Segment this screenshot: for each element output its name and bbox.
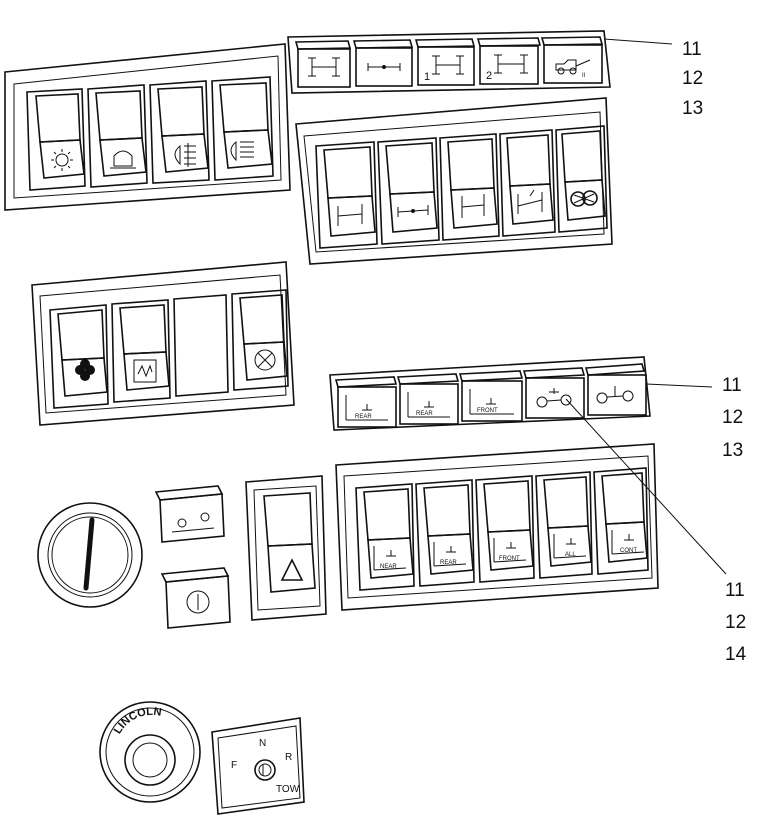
cont-rocker[interactable]: CONT (593, 467, 649, 575)
steering-icon (254, 349, 276, 371)
sun-icon (55, 153, 69, 167)
axle-number-2: 2 (486, 70, 492, 82)
diff-lock-rocker-panel: NEAR REAR FRONT ALL CONT (335, 443, 659, 611)
rear-rocker[interactable]: REAR (415, 479, 475, 587)
callout-lower-11: 11 (725, 580, 745, 601)
callout-middle-12: 12 (722, 407, 743, 428)
fnr-selector-switch[interactable]: N F R TOW (211, 717, 305, 815)
headlight-rocker[interactable] (211, 76, 274, 181)
callout-top-13: 13 (682, 98, 703, 119)
selector-n-label: N (259, 738, 266, 749)
callout-middle-11: 11 (722, 375, 742, 396)
axle-rocker-3[interactable] (439, 133, 500, 241)
differential-lock-rocker[interactable] (555, 125, 608, 233)
callout-top-11: 11 (682, 39, 702, 60)
axle-rocker-1[interactable] (315, 141, 378, 249)
axle-number-1: 1 (424, 71, 430, 83)
heater-rocker[interactable] (111, 299, 171, 403)
axle-rocker-4[interactable] (499, 129, 556, 237)
axle-lock-switch-2[interactable] (352, 39, 414, 87)
callout-lower-14: 14 (725, 644, 747, 665)
tow-mode-switch[interactable]: II (540, 36, 604, 84)
beacon-rocker[interactable] (87, 84, 148, 188)
interaxle-switch-2[interactable] (584, 363, 647, 416)
small-indicator-button[interactable] (154, 485, 225, 543)
accessory-rocker-panel (31, 261, 295, 426)
headlight-icon (230, 140, 254, 162)
axle-rocker-panel (295, 97, 613, 265)
rear-switch-1[interactable]: REAR (334, 376, 398, 428)
callout-top-12: 12 (682, 68, 703, 89)
steering-wheel-rocker[interactable] (231, 289, 289, 391)
axle-lock-switch-4[interactable]: 2 (476, 37, 542, 85)
fan-rocker[interactable] (49, 304, 109, 409)
leader-line-middle (645, 383, 713, 388)
rear-label-1: REAR (355, 414, 372, 420)
leader-line-lower (565, 398, 727, 575)
rear-label-2: REAR (416, 411, 433, 417)
key-icon (186, 590, 210, 614)
front-rocker[interactable]: FRONT (475, 475, 535, 583)
key-lock-button[interactable] (160, 567, 231, 629)
blank-switch-slot (173, 294, 229, 397)
front-label: FRONT (477, 408, 498, 414)
top-indicator-switch-row: 1 2 II (287, 30, 611, 94)
selector-f-label: F (231, 760, 237, 771)
rotary-knob[interactable] (37, 502, 143, 608)
fog-light-rocker[interactable] (149, 80, 210, 184)
near-rocker[interactable]: NEAR (355, 483, 415, 591)
lighting-rocker-panel (4, 43, 291, 211)
middle-indicator-switch-row: REAR REAR FRONT (329, 356, 651, 431)
all-rocker[interactable]: ALL (535, 471, 593, 579)
callout-lower-12: 12 (725, 612, 746, 633)
leader-line-top (603, 38, 673, 45)
lincoln-knob[interactable]: LINCOLN (99, 701, 201, 803)
front-rocker-label: FRONT (499, 556, 520, 562)
tow-indicator-label: II (582, 73, 586, 79)
hazard-triangle-icon (280, 558, 304, 581)
axle-rocker-2[interactable] (377, 137, 440, 245)
axle-lock-switch-3[interactable]: 1 (414, 38, 476, 86)
selector-r-label: R (285, 752, 292, 763)
selector-tow-label: TOW (276, 784, 300, 795)
all-label: ALL (565, 552, 576, 558)
cont-label: CONT (620, 548, 637, 554)
work-light-rocker[interactable] (26, 88, 86, 191)
axle-lock-switch-1[interactable] (294, 40, 352, 88)
beacon-icon (110, 150, 136, 169)
heater-icon (137, 364, 153, 378)
front-switch[interactable]: FRONT (458, 370, 524, 422)
interaxle-switch-1[interactable] (522, 367, 586, 419)
callout-middle-13: 13 (722, 440, 743, 461)
rear-rocker-label: REAR (440, 560, 457, 566)
fog-light-icon (174, 143, 196, 167)
rear-switch-2[interactable]: REAR (396, 373, 460, 425)
hazard-rocker[interactable] (245, 475, 327, 621)
near-label: NEAR (380, 564, 397, 570)
